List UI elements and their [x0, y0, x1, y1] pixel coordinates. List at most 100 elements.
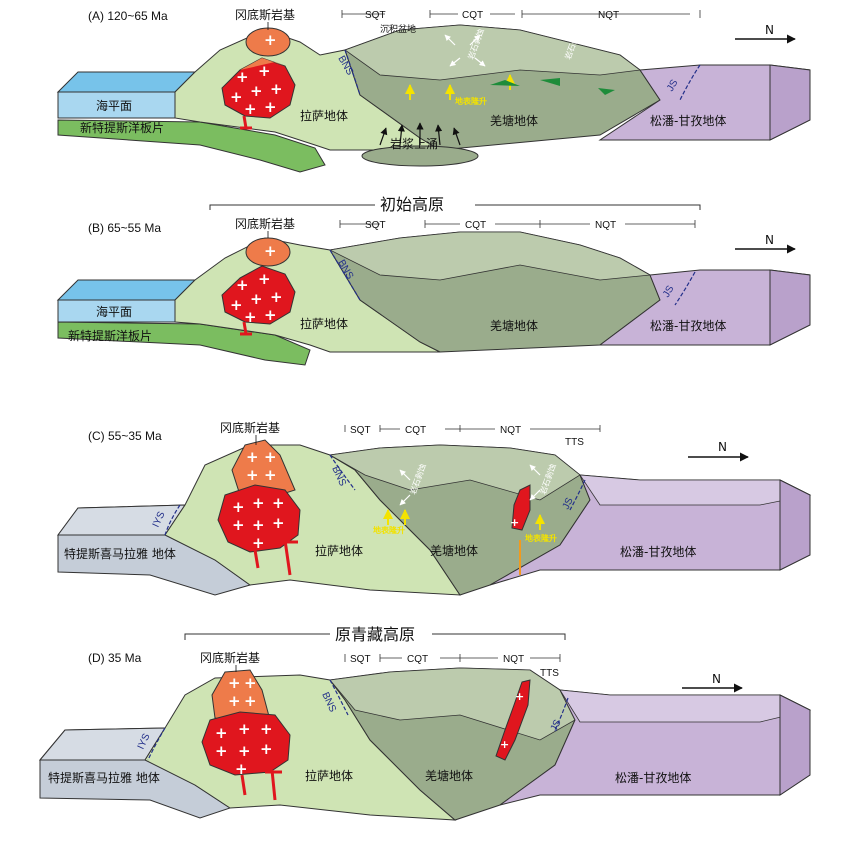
svg-text:+: +: [215, 724, 228, 742]
svg-text:+: +: [244, 692, 257, 710]
svg-text:+: +: [510, 516, 519, 529]
panel-c-qiangtang-label: 羌塘地体: [430, 543, 478, 558]
svg-text:+: +: [264, 242, 277, 260]
svg-text:+: +: [264, 306, 277, 324]
panel-b-sea-label: 海平面: [96, 304, 132, 319]
svg-text:+: +: [244, 308, 257, 326]
panel-d-tts-intrusion: [495, 679, 531, 761]
svg-text:+: +: [238, 742, 251, 760]
panel-d-lhasa-label: 拉萨地体: [305, 768, 353, 783]
panel-d-zone-sqt: SQT: [350, 654, 371, 665]
panel-d-zone-nqt: NQT: [503, 654, 524, 665]
panel-d-north-arrow: N: [682, 672, 743, 693]
svg-text:+: +: [258, 270, 271, 288]
panel-d-fault-js-label: JS: [549, 718, 564, 734]
panel-a-magma-lens: [361, 145, 479, 167]
panel-b-north-arrow: N: [735, 233, 796, 254]
panel-b-batholith-label: 冈底斯岩基: [235, 216, 295, 231]
svg-text:+: +: [215, 742, 228, 760]
svg-text:N: N: [712, 672, 721, 686]
svg-text:+: +: [260, 740, 273, 758]
svg-text:+: +: [232, 498, 245, 516]
panel-d-tethys-label: 特提斯喜马拉雅 地体: [48, 770, 160, 785]
panel-c-lhasa-label: 拉萨地体: [315, 543, 363, 558]
panel-d-qiangtang-label: 羌塘地体: [425, 768, 473, 783]
panel-a-batholith-label: 冈底斯岩基: [235, 7, 295, 22]
panel-a-zone-cqt: CQT: [462, 10, 483, 21]
svg-text:+: +: [264, 466, 277, 484]
svg-text:+: +: [235, 760, 248, 778]
svg-text:+: +: [260, 720, 273, 738]
panel-a-songpan-label: 松潘-甘孜地体: [650, 114, 726, 128]
panel-b-heading: 初始高原: [380, 195, 444, 214]
panel-d-fault-js: [554, 697, 569, 731]
svg-text:+: +: [228, 674, 241, 692]
panel-a-qiangtang-label: 羌塘地体: [490, 113, 538, 128]
panel-a-fault-js: [679, 64, 701, 101]
panel-a-magma-label: 岩浆上涌: [390, 136, 438, 151]
panel-d-tts: TTS: [540, 668, 559, 679]
panel-c-zone-sqt: SQT: [350, 425, 371, 436]
panel-d-stage-label: (D) 35 Ma: [88, 651, 142, 665]
svg-text:+: +: [250, 82, 263, 100]
panel-b-zone-nqt: NQT: [595, 220, 616, 231]
svg-text:+: +: [230, 88, 243, 106]
svg-text:N: N: [765, 233, 774, 247]
svg-text:+: +: [272, 494, 285, 512]
panel-c-fault-bns: [329, 454, 356, 491]
panel-d-heading-bracket: [184, 633, 566, 640]
panel-a-north-arrow: N: [735, 23, 796, 44]
panel-b-songpan-label: 松潘-甘孜地体: [650, 319, 726, 333]
panel-a-slab: [57, 119, 326, 173]
panel-d-batholith-label: 冈底斯岩基: [200, 650, 260, 665]
panel-c-erosion-arrows: [399, 464, 541, 506]
panel-a-zone-sqt: SQT: [365, 10, 386, 21]
svg-text:+: +: [236, 68, 249, 86]
panel-c-songpan-label: 松潘-甘孜地体: [620, 545, 696, 559]
panel-b-lhasa-label: 拉萨地体: [300, 316, 348, 331]
panel-a-granite-marks: + ++ +++ ++: [230, 31, 283, 118]
panel-a-sea-label: 海平面: [96, 98, 132, 113]
panel-d-zone-cqt: CQT: [407, 654, 428, 665]
panel-a-fault-bns: [344, 49, 361, 96]
svg-text:N: N: [765, 23, 774, 37]
panel-d-fault-bns: [329, 679, 349, 716]
panel-c-fault-js: [569, 479, 586, 511]
panel-d-heading: 原青藏高原: [335, 625, 415, 644]
panel-a-zone-header: [341, 10, 701, 18]
svg-text:+: +: [500, 738, 509, 751]
svg-text:+: +: [252, 516, 265, 534]
svg-text:+: +: [252, 494, 265, 512]
panel-c-tethys-label: 特提斯喜马拉雅 地体: [64, 546, 176, 561]
svg-text:+: +: [270, 80, 283, 98]
svg-text:+: +: [264, 31, 277, 49]
svg-text:+: +: [230, 296, 243, 314]
svg-text:+: +: [264, 448, 277, 466]
panel-a-lhasa-label: 拉萨地体: [300, 108, 348, 123]
panel-d-songpan-label: 松潘-甘孜地体: [615, 771, 691, 785]
panel-b-zone-sqt: SQT: [365, 220, 386, 231]
svg-text:+: +: [264, 98, 277, 116]
panel-a-basin-label: 沉积盆地: [380, 23, 416, 35]
panel-d-fault-iys: [147, 727, 166, 761]
panel-c-granite-marks: ++ ++ +++ +++ +: [232, 448, 285, 552]
svg-text:+: +: [236, 276, 249, 294]
panel-d: (D) 35 Ma 原青藏高原 SQT CQT NQT TTS N ++ ++: [38, 625, 812, 821]
panel-b-plate-label: 新特提斯洋板片: [68, 328, 152, 343]
panel-a-fault-js-label: JS: [665, 78, 681, 94]
panel-c-zone-cqt: CQT: [405, 425, 426, 436]
svg-text:+: +: [246, 448, 259, 466]
svg-text:N: N: [718, 440, 727, 454]
panel-b-qiangtang-label: 羌塘地体: [490, 318, 538, 333]
panel-c-zone-nqt: NQT: [500, 425, 521, 436]
panel-c-tts: TTS: [565, 437, 584, 448]
svg-text:+: +: [232, 516, 245, 534]
panel-d-batholith: [201, 711, 291, 776]
svg-text:+: +: [246, 466, 259, 484]
svg-text:+: +: [258, 62, 271, 80]
panel-a-zone-nqt: NQT: [598, 10, 619, 21]
svg-text:+: +: [252, 534, 265, 552]
panel-a-sea: [56, 71, 197, 93]
panel-b-fault-js: [674, 271, 696, 306]
